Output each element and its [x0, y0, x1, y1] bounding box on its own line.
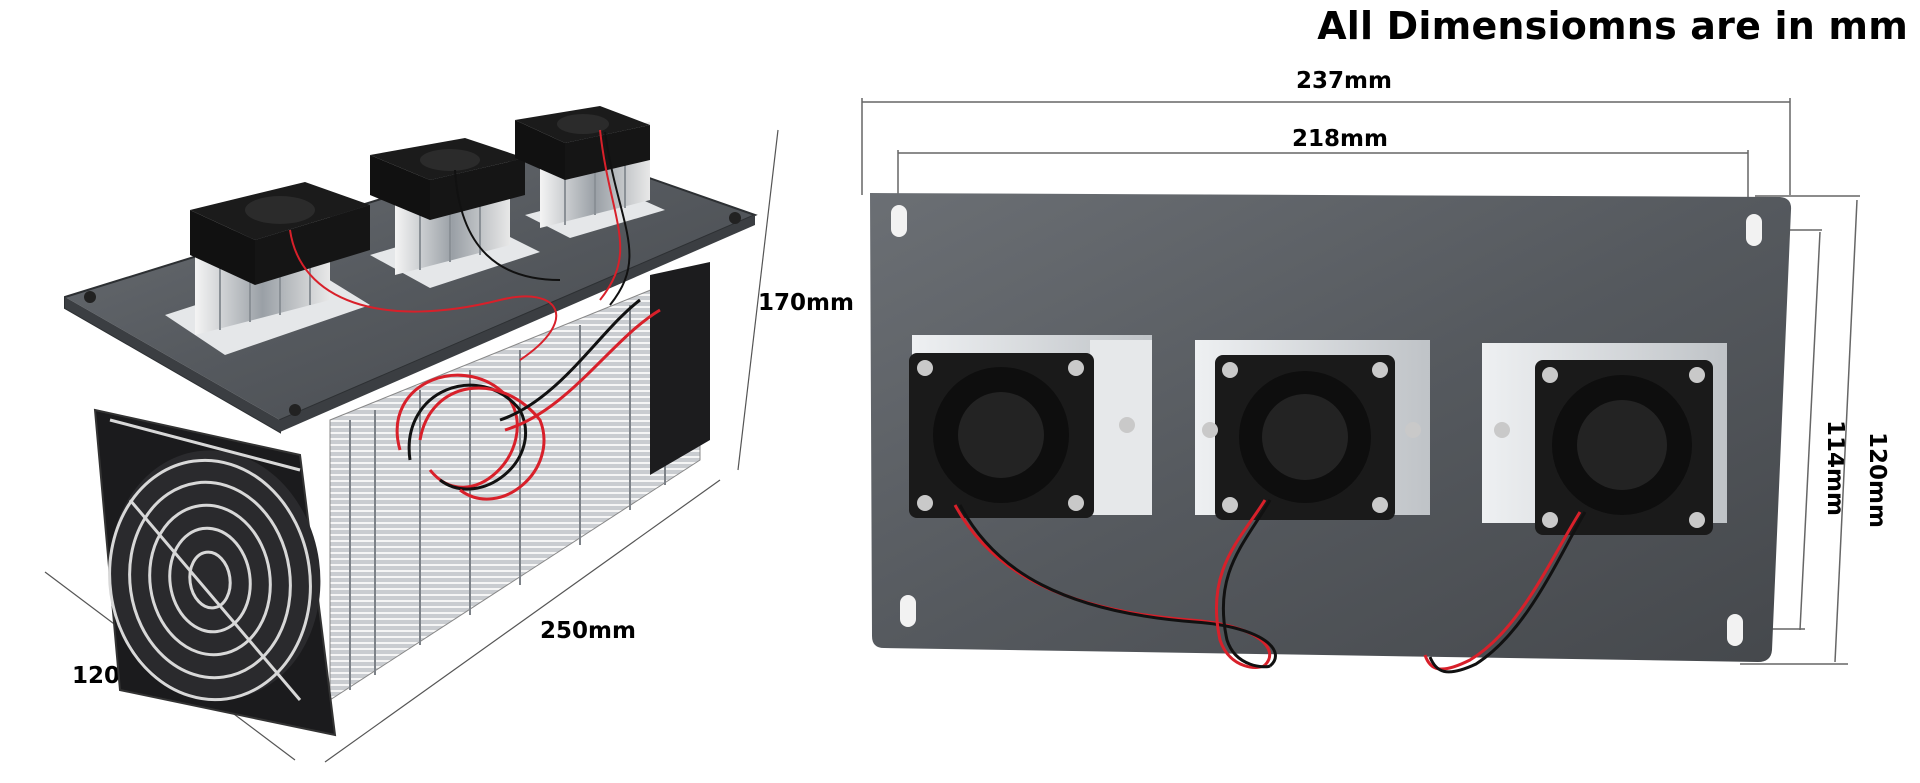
dimension-label-unit-length: 250mm: [540, 618, 636, 644]
diagram-title: All Dimensiomns are in mm: [1317, 4, 1908, 48]
top-module-1: [165, 182, 370, 355]
mount-hole: [289, 404, 301, 416]
fan-grill: [108, 418, 312, 702]
mounting-slots: [891, 205, 1762, 646]
top-fan-wires: [289, 129, 631, 361]
fan-module-2: [1195, 340, 1430, 520]
top-module-2: [370, 138, 540, 288]
dimension-lines: [861, 98, 1860, 665]
rear-fan: [650, 262, 710, 475]
slot-bottom-left: [900, 595, 916, 627]
mount-hole: [84, 291, 96, 303]
slot-bottom-right: [1727, 614, 1743, 646]
dimension-label-plate-width: 237mm: [1296, 68, 1392, 94]
mount-hole: [729, 212, 741, 224]
slot-top-left: [891, 205, 907, 237]
dimension-line-height: [737, 129, 779, 471]
perspective-view: [44, 106, 779, 763]
dimension-line-length: [324, 479, 721, 763]
fan-module-3: [1482, 343, 1727, 535]
front-fan: [93, 408, 337, 737]
dimension-label-hole-spacing-horizontal: 218mm: [1292, 126, 1388, 152]
slot-top-right: [1746, 214, 1762, 246]
fan-wires: [953, 499, 1587, 674]
dimension-label-unit-height: 170mm: [758, 290, 854, 316]
main-heatsink: [330, 270, 700, 700]
top-plate-view: [861, 98, 1860, 674]
fan-module-1: [909, 335, 1152, 518]
wire-bundle: [395, 298, 661, 501]
